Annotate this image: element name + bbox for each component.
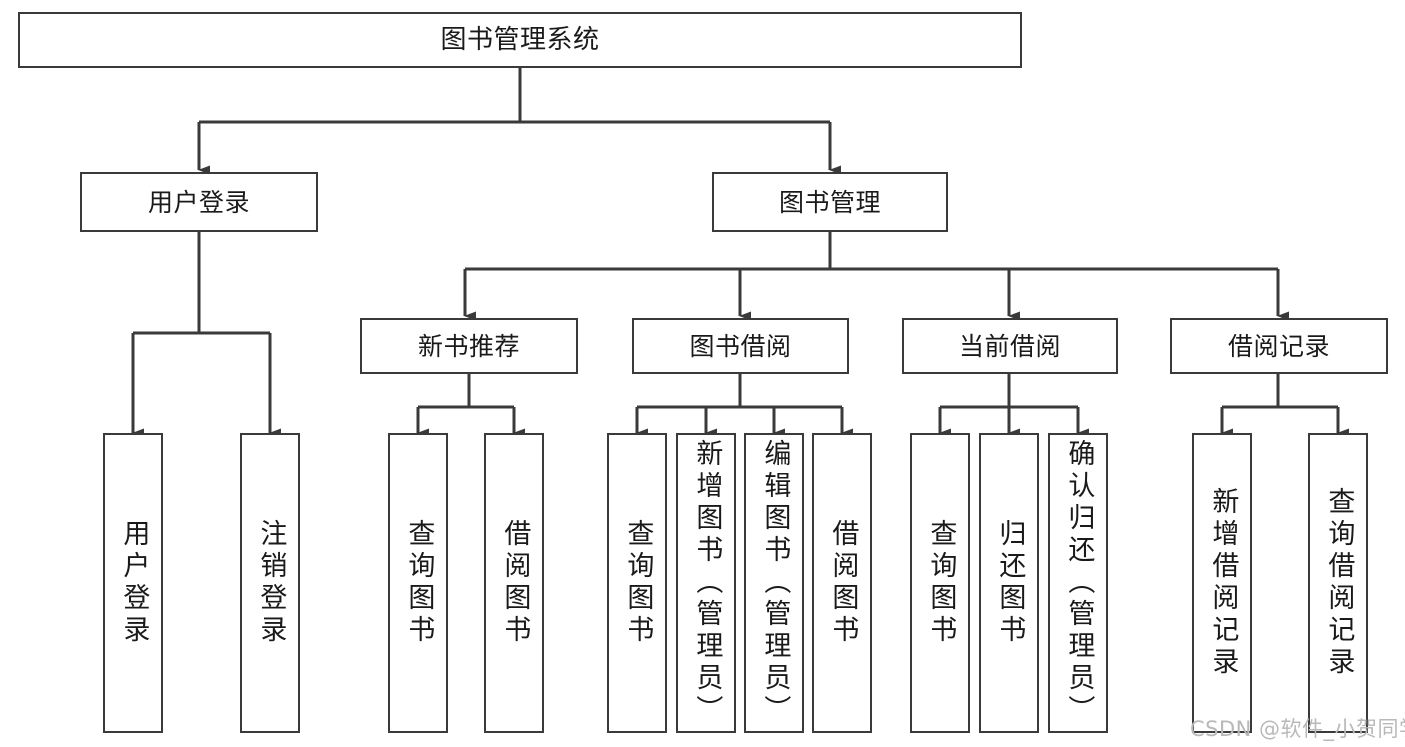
node-label: 归还图书 [994,519,1026,647]
node-label: 图书管理系统 [440,24,600,55]
node-label: 查询借阅记录 [1323,487,1355,679]
leaf-user-login-login[interactable]: 用户登录 [103,433,163,733]
leaf-book-borrow-borrow-book[interactable]: 借阅图书 [812,433,872,733]
node-label: 新增图书（管理员） [691,439,723,727]
node-label: 图书借阅 [689,331,792,361]
leaf-new-book-query-book[interactable]: 查询图书 [388,433,448,733]
leaf-book-borrow-query-book[interactable]: 查询图书 [607,433,667,733]
node-label: 新增借阅记录 [1207,487,1239,679]
node-label: 借阅图书 [499,519,531,647]
node-borrow-record[interactable]: 借阅记录 [1170,318,1388,374]
leaf-current-borrow-query-book[interactable]: 查询图书 [910,433,970,733]
node-label: 用户登录 [118,519,150,647]
node-label: 查询图书 [403,519,435,647]
node-label: 借阅图书 [827,519,859,647]
node-label: 确认归还（管理员） [1063,439,1095,727]
node-label: 借阅记录 [1227,331,1330,361]
leaf-book-borrow-edit-book-admin[interactable]: 编辑图书（管理员） [744,433,804,733]
node-user-login[interactable]: 用户登录 [80,172,318,232]
node-book-borrow[interactable]: 图书借阅 [632,318,849,374]
leaf-current-borrow-confirm-return-admin[interactable]: 确认归还（管理员） [1048,433,1108,733]
node-label: 查询图书 [622,519,654,647]
leaf-new-book-borrow-book[interactable]: 借阅图书 [484,433,544,733]
node-label: 新书推荐 [417,331,520,361]
node-label: 图书管理 [778,187,881,217]
node-root-book-management-system[interactable]: 图书管理系统 [18,12,1022,68]
node-label: 注销登录 [255,519,287,647]
node-label: 当前借阅 [958,331,1061,361]
leaf-user-login-logout[interactable]: 注销登录 [240,433,300,733]
leaf-borrow-record-add-record[interactable]: 新增借阅记录 [1192,433,1252,733]
node-label: 查询图书 [925,519,957,647]
leaf-borrow-record-query-record[interactable]: 查询借阅记录 [1308,433,1368,733]
node-current-borrow[interactable]: 当前借阅 [902,318,1118,374]
node-new-book-recommend[interactable]: 新书推荐 [360,318,578,374]
leaf-book-borrow-add-book-admin[interactable]: 新增图书（管理员） [676,433,736,733]
leaf-current-borrow-return-book[interactable]: 归还图书 [979,433,1039,733]
node-book-management[interactable]: 图书管理 [712,172,948,232]
node-label: 用户登录 [147,187,250,217]
node-label: 编辑图书（管理员） [759,439,791,727]
